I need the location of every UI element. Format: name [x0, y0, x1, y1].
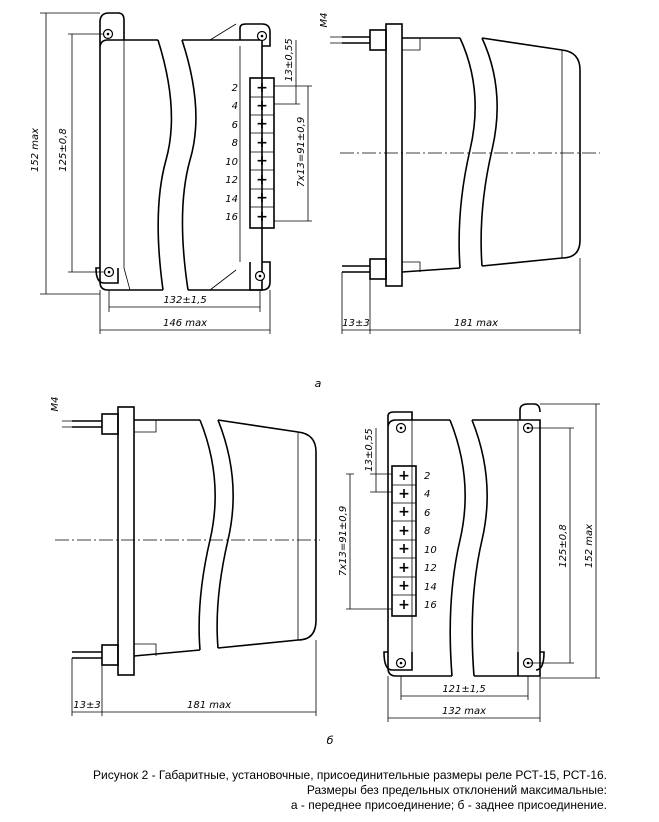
svg-text:+: +: [398, 486, 410, 502]
svg-text:+: +: [398, 597, 410, 613]
svg-text:+: +: [398, 523, 410, 539]
svg-text:+: +: [398, 560, 410, 576]
terminal-number: 12: [225, 175, 238, 186]
dim-width-max: 146 max: [163, 318, 207, 329]
dim-terminal-pitch: 7x13=91±0,9: [296, 117, 307, 187]
caption-line-1: Рисунок 2 - Габаритные, установочные, пр…: [93, 768, 607, 782]
dim-side-offset: 13±3: [342, 318, 369, 329]
view-a-terminal-plus-marks: + + + + + + + +: [256, 80, 268, 225]
caption-line-2: Размеры без предельных отклонений максим…: [306, 783, 607, 797]
svg-text:+: +: [256, 116, 268, 132]
view-b-side: M4 13±3 181 max: [50, 397, 320, 716]
dim-terminal-pitch-b: 7x13=91±0,9: [338, 506, 349, 576]
terminal-number: 14: [424, 582, 437, 593]
svg-text:+: +: [256, 172, 268, 188]
svg-text:+: +: [398, 541, 410, 557]
view-b-terminal-numbers: 2 4 6 8 10 12 14 16: [424, 471, 437, 611]
dim-side-depth-b: 181 max: [187, 700, 231, 711]
terminal-number: 10: [225, 157, 238, 168]
svg-text:+: +: [398, 468, 410, 484]
view-a-terminal-numbers: 2 4 6 8 10 12 14 16: [225, 83, 238, 223]
terminal-number: 12: [424, 563, 437, 574]
terminal-number: 8: [424, 526, 430, 537]
view-a-front: + + + + + + + + 2 4 6 8 10 12 14 16 152 …: [30, 12, 312, 334]
dim-height-mount-b: 125±0,8: [558, 524, 569, 567]
terminal-number: 4: [232, 101, 238, 112]
dim-width-max-b: 132 max: [442, 706, 486, 717]
dim-height-max-b: 152 max: [584, 524, 595, 568]
dim-terminal-top-b: 13±0,55: [364, 428, 375, 471]
svg-text:+: +: [256, 209, 268, 225]
terminal-number: 16: [424, 600, 437, 611]
svg-text:+: +: [398, 504, 410, 520]
svg-text:+: +: [256, 190, 268, 206]
dim-side-depth: 181 max: [454, 318, 498, 329]
svg-text:+: +: [256, 135, 268, 151]
dim-terminal-top: 13±0,55: [284, 38, 295, 81]
view-b-terminal-plus-marks: + + + + + + + +: [398, 468, 410, 613]
sublabel-a: а: [315, 377, 322, 390]
terminal-number: 4: [424, 489, 430, 500]
dim-height-mount: 125±0,8: [58, 128, 69, 171]
view-b-rear: + + + + + + + + 2 4 6 8 10 12 14 16 13±0…: [338, 403, 600, 722]
terminal-number: 10: [424, 545, 437, 556]
terminal-number: 8: [232, 138, 238, 149]
terminal-number: 6: [232, 120, 238, 131]
dim-width-mount-b: 121±1,5: [442, 684, 485, 695]
terminal-number: 6: [424, 508, 430, 519]
terminal-number: 14: [225, 194, 238, 205]
svg-text:+: +: [256, 80, 268, 96]
svg-text:+: +: [398, 578, 410, 594]
caption-line-3: а - переднее присоединение; б - заднее п…: [290, 798, 607, 812]
terminal-number: 2: [424, 471, 430, 482]
view-a-side: M4 13±3 181 max: [319, 13, 600, 334]
dim-width-mount: 132±1,5: [163, 295, 206, 306]
label-m4-side-b: M4: [50, 397, 61, 412]
dim-height-max: 152 max: [30, 128, 41, 172]
svg-text:+: +: [256, 98, 268, 114]
terminal-number: 2: [232, 83, 238, 94]
terminal-number: 16: [225, 212, 238, 223]
sublabel-b: б: [327, 734, 334, 747]
figure-caption: Рисунок 2 - Габаритные, установочные, пр…: [0, 768, 607, 813]
dim-side-offset-b: 13±3: [73, 700, 100, 711]
label-m4-side-a: M4: [319, 13, 330, 28]
svg-text:+: +: [256, 153, 268, 169]
